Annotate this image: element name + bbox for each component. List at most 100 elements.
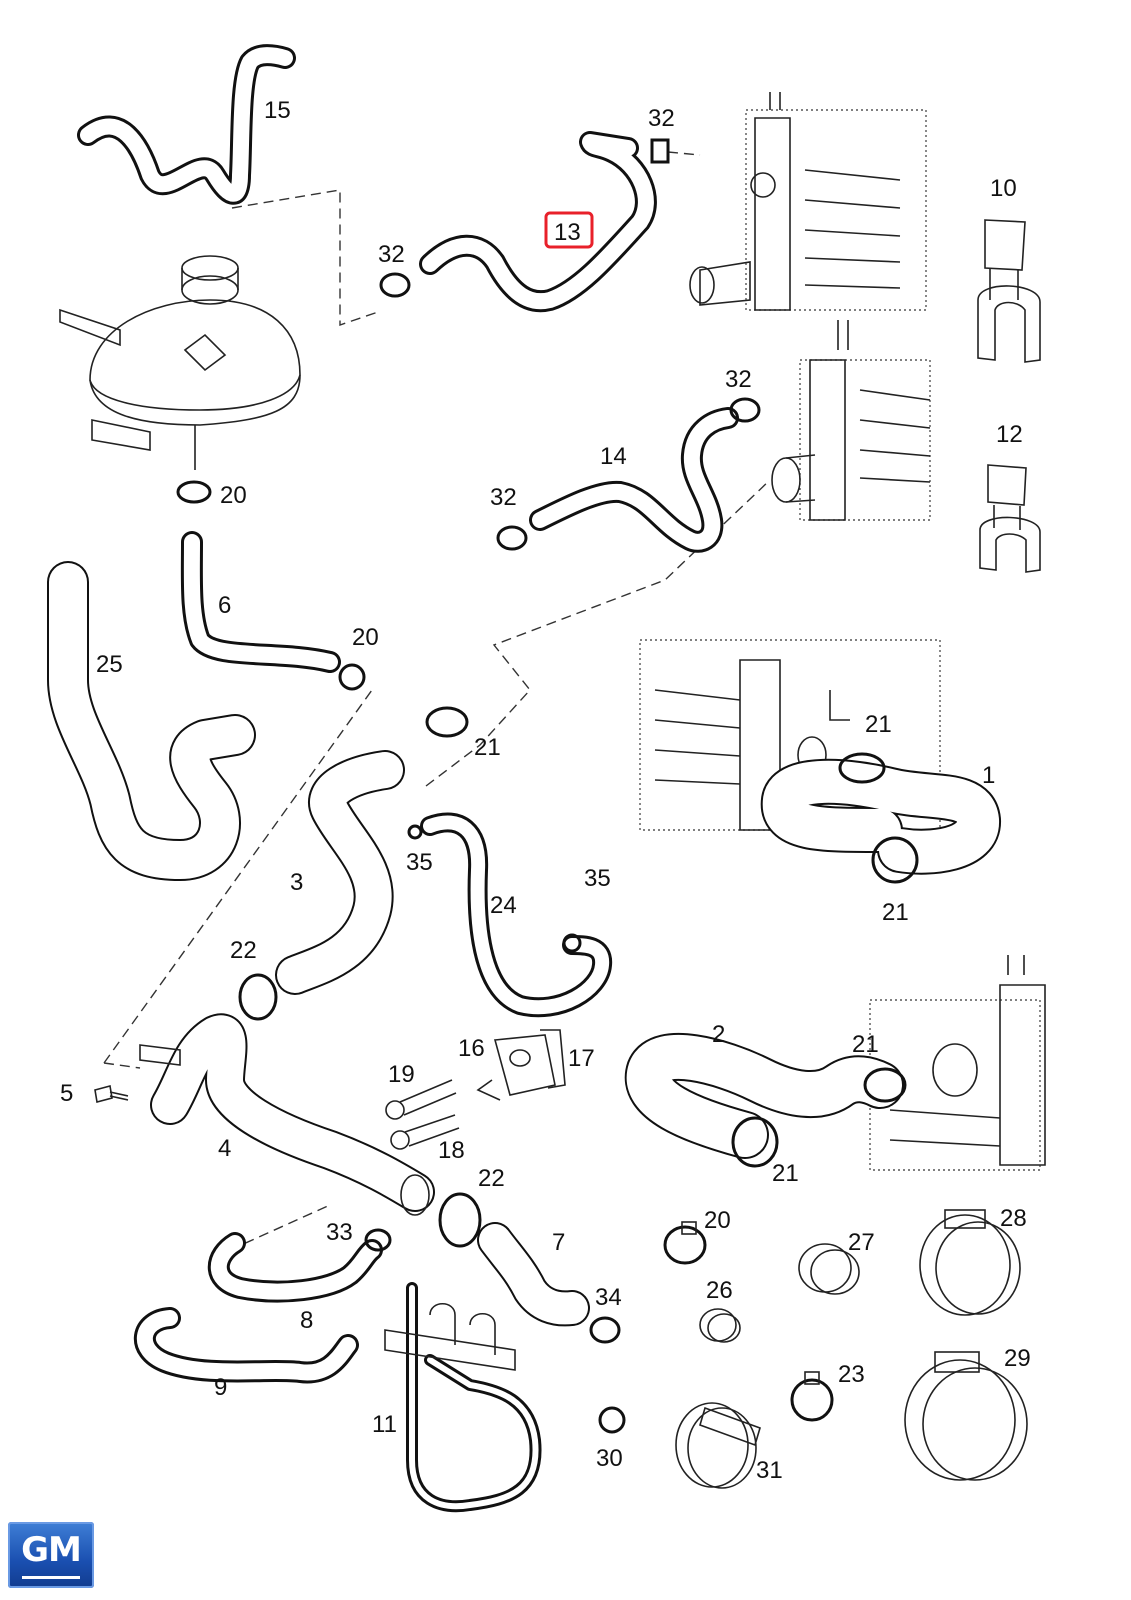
label-19: 19	[388, 1061, 415, 1088]
clamp-35-b	[562, 933, 582, 953]
clamp-32-mid	[729, 397, 761, 423]
label-20-hose6: 20	[352, 624, 379, 651]
label-32-left: 32	[378, 241, 405, 268]
clamp-20-hose6	[338, 663, 366, 691]
clamp-29	[904, 1351, 1028, 1481]
label-1: 1	[982, 762, 995, 789]
hose-3	[275, 750, 405, 995]
clamp-32-bottom	[496, 525, 528, 551]
label-8: 8	[300, 1307, 313, 1334]
pipe-4	[139, 1014, 435, 1216]
label-29: 29	[1004, 1345, 1031, 1372]
hose-7	[477, 1222, 590, 1327]
label-23: 23	[838, 1361, 865, 1388]
label-32-top: 32	[648, 105, 675, 132]
radiator-sketch-middle	[771, 320, 931, 521]
label-21-hose2-b: 21	[772, 1160, 799, 1187]
label-27: 27	[848, 1229, 875, 1256]
clamp-22-b	[438, 1192, 482, 1248]
label-22-a: 22	[230, 937, 257, 964]
label-31: 31	[756, 1457, 783, 1484]
label-13: 13	[554, 219, 581, 246]
label-6: 6	[218, 592, 231, 619]
clamp-20-tank	[176, 480, 212, 504]
label-32-bottom: 32	[490, 484, 517, 511]
label-21-top: 21	[474, 734, 501, 761]
label-34: 34	[595, 1284, 622, 1311]
clamp-21-top	[425, 706, 469, 738]
label-21-hose1-a: 21	[865, 711, 892, 738]
hose-13	[419, 131, 657, 313]
hose-9	[134, 1307, 359, 1384]
dashed-leader-lines	[103, 151, 771, 1251]
bolt-5	[94, 1085, 129, 1103]
label-35-a: 35	[406, 849, 433, 876]
label-28: 28	[1000, 1205, 1027, 1232]
label-17: 17	[568, 1045, 595, 1072]
gm-logo-text: GM	[21, 1530, 82, 1570]
label-26: 26	[706, 1277, 733, 1304]
label-21-hose2-a: 21	[852, 1031, 879, 1058]
hose-25	[47, 561, 256, 881]
label-5: 5	[60, 1080, 73, 1107]
clamp-21-hose1-b	[871, 836, 919, 884]
label-15: 15	[264, 97, 291, 124]
bracket-11	[384, 1282, 542, 1513]
label-4: 4	[218, 1135, 231, 1162]
bolt-18	[390, 1114, 460, 1150]
clip-10	[977, 219, 1041, 363]
label-22-b: 22	[478, 1165, 505, 1192]
clip-12	[979, 464, 1041, 573]
gm-logo: GM	[8, 1522, 94, 1588]
label-10: 10	[990, 175, 1017, 202]
radiator-sketch-top	[689, 92, 927, 311]
clamp-26	[699, 1308, 741, 1343]
label-25: 25	[96, 651, 123, 678]
housing-16-17	[476, 1029, 566, 1101]
hose-15	[77, 44, 296, 205]
engine-sketch-bottom	[869, 955, 1046, 1171]
clamp-21-hose2-b	[731, 1116, 779, 1168]
clamp-32-top	[650, 138, 670, 164]
clamp-34	[589, 1316, 621, 1344]
label-21-hose1-b: 21	[882, 899, 909, 926]
label-11: 11	[372, 1411, 397, 1438]
hose-6	[180, 531, 341, 673]
label-7: 7	[552, 1229, 565, 1256]
label-20-tank: 20	[220, 482, 247, 509]
hose-1	[760, 758, 1001, 875]
label-35-b: 35	[584, 865, 611, 892]
hose-14	[529, 407, 739, 553]
hose-8	[207, 1232, 383, 1303]
clamp-33	[364, 1228, 392, 1252]
clamp-30	[598, 1406, 626, 1434]
label-32-mid: 32	[725, 366, 752, 393]
label-9: 9	[214, 1374, 227, 1401]
hose-2	[624, 1033, 904, 1159]
clamp-28	[919, 1209, 1021, 1316]
clamp-22-a	[238, 973, 278, 1021]
clamp-31	[675, 1402, 761, 1489]
clamp-35-a	[407, 824, 423, 840]
label-24: 24	[490, 892, 517, 919]
clamp-21-hose2-a	[863, 1067, 907, 1103]
label-30: 30	[596, 1445, 623, 1472]
clamp-32-left	[379, 272, 411, 298]
clamp-20-loose	[663, 1221, 707, 1265]
highlight-box	[544, 211, 594, 249]
expansion-tank	[59, 255, 301, 470]
label-3: 3	[290, 869, 303, 896]
clamp-23	[790, 1371, 834, 1422]
hose-24	[420, 812, 613, 1018]
label-14: 14	[600, 443, 627, 470]
bolt-19	[385, 1079, 457, 1120]
label-16: 16	[458, 1035, 485, 1062]
part-labels: 15 32 13 32 10 32 14 32 1 2 20 6 20 25 21…	[60, 97, 1031, 1484]
label-2: 2	[712, 1021, 725, 1048]
label-33: 33	[326, 1219, 353, 1246]
clamp-21-hose1-a	[838, 752, 886, 784]
clamp-27	[798, 1243, 860, 1295]
label-18: 18	[438, 1137, 465, 1164]
label-20-loose: 20	[704, 1207, 731, 1234]
